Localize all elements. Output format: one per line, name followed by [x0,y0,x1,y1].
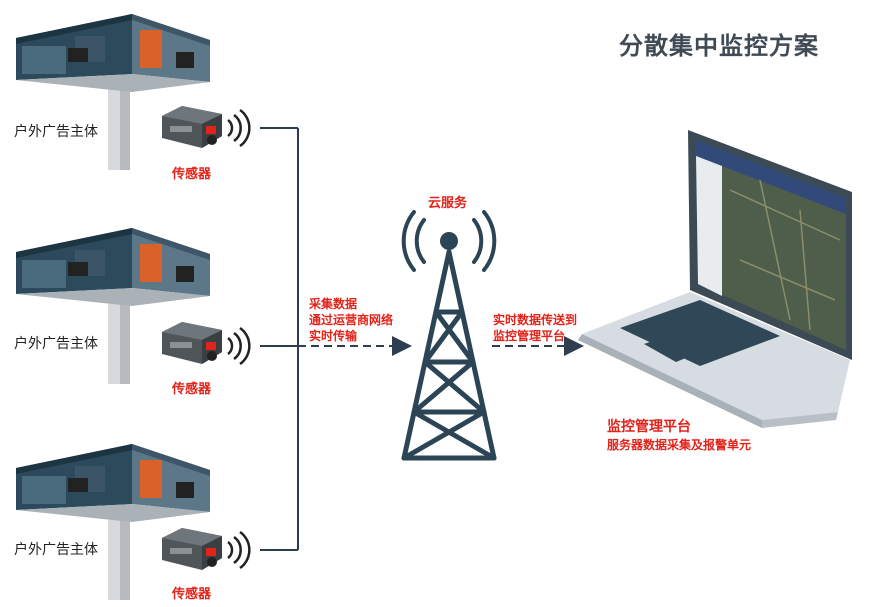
sensor-label-3: 传感器 [172,587,212,602]
platform-subtitle: 服务器数据采集及报警单元 [607,438,752,452]
connector-bracket [260,127,299,551]
link2-line-1: 实时数据传送到 [493,313,578,327]
sensor-label-2: 传感器 [172,382,212,397]
sensor-image-3 [162,528,222,570]
cloud-label: 云服务 [428,196,468,211]
site-1 [16,14,251,170]
page-title: 分散集中监控方案 [619,32,819,60]
site-label-2: 户外广告主体 [14,336,98,352]
tower-antenna-icon [440,232,458,250]
cell-tower-icon [401,210,497,461]
billboard-image-1 [16,14,210,170]
site-2 [16,228,251,384]
link1-text: 采集数据 通过运营商网络 实时传输 [309,296,393,344]
link2-text: 实时数据传送到 监控管理平台 [493,312,577,344]
laptop-image [578,130,852,428]
link1-line-1: 采集数据 [309,297,358,311]
site-3 [16,444,251,600]
signal-wave-icon [226,326,251,366]
link1-line-2: 通过运营商网络 [309,313,394,327]
signal-wave-icon [226,108,251,148]
billboard-image-2 [16,228,210,384]
signal-wave-icon [226,530,251,570]
link2-line-2: 监控管理平台 [493,329,566,343]
sensor-image-2 [162,322,222,364]
sensor-image-1 [162,106,222,148]
site-label-3: 户外广告主体 [14,542,98,558]
site-label-1: 户外广告主体 [14,124,98,140]
platform-title: 监控管理平台 [607,419,691,435]
billboard-image-3 [16,444,210,600]
sensor-label-1: 传感器 [172,167,212,182]
link1-line-3: 实时传输 [309,329,358,343]
